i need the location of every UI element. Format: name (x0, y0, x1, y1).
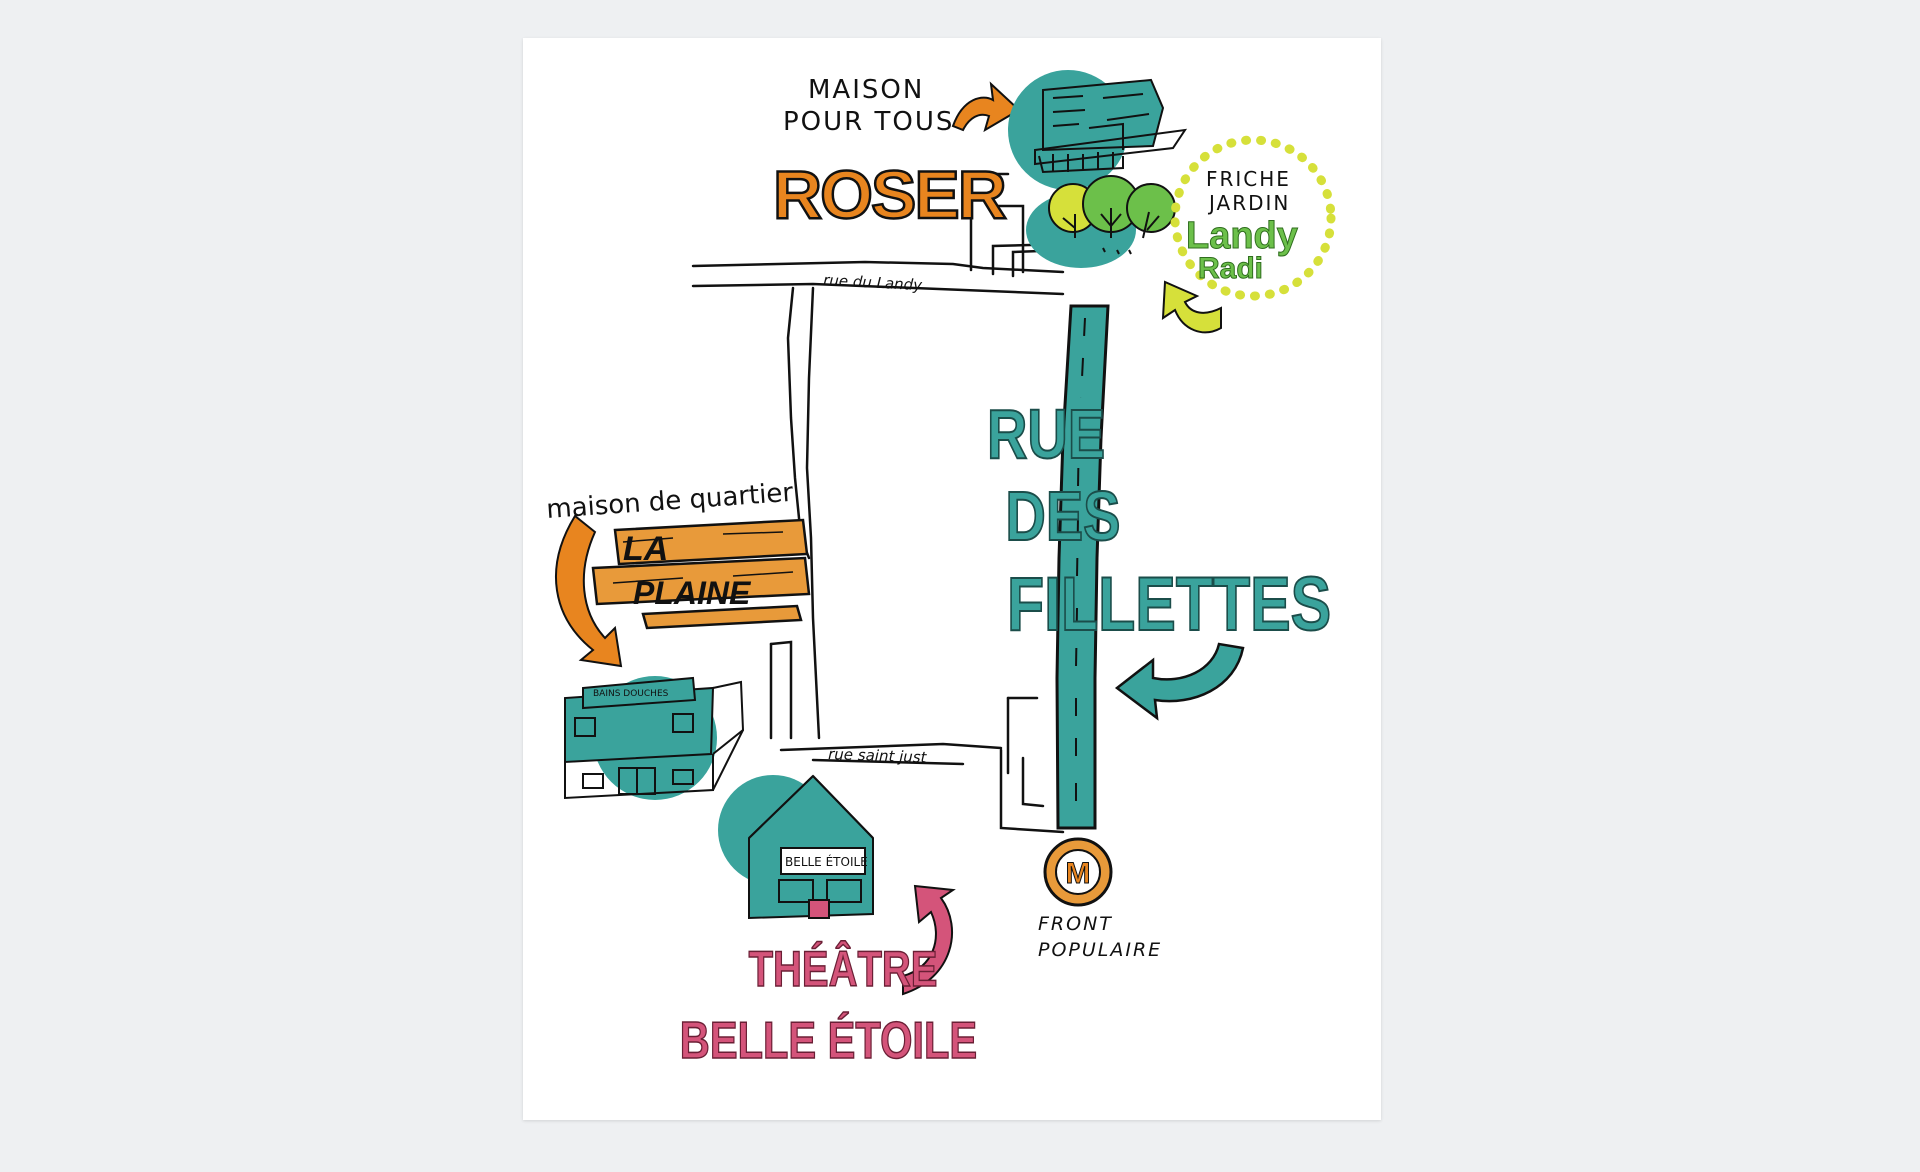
plaine-wood-sign-icon (591, 518, 811, 630)
theatre-line2: BELLE ÉTOILE (680, 1011, 977, 1070)
street-network (691, 172, 1070, 834)
theatre-arrow-icon (902, 884, 956, 996)
maison-pour-tous-roser: MAISON POUR TOUS ROSER (772, 70, 1188, 234)
theatre-line1: THÉÂTRE (749, 941, 938, 997)
maison-de-quartier-la-plaine: maison de quartier LA PLAINE (545, 478, 811, 668)
plaine-arrow-icon (555, 514, 623, 668)
landy-name1: Landy (1186, 215, 1298, 257)
hand-drawn-map: MAISON POUR TOUS ROSER FRICHE JARDI (545, 70, 1336, 1070)
trees-icon (1048, 175, 1176, 255)
map-poster: MAISON POUR TOUS ROSER FRICHE JARDI (523, 38, 1381, 1120)
metro-front-populaire: M FRONT POPULAIRE (1038, 837, 1162, 961)
metro-icon: M (1066, 857, 1091, 890)
landy-line2: JARDIN (1207, 191, 1290, 215)
landy-name2: Radi (1198, 252, 1263, 285)
fillettes-line1: RUE (987, 396, 1105, 473)
fillettes-label: RUE DES FILLETTES (986, 395, 1332, 721)
bains-building-icon (564, 676, 745, 800)
theatre-belle-etoile: BELLE ÉTOILE THÉÂTRE BELLE ÉTOILE (679, 774, 978, 1070)
metro-line2: POPULAIRE (1038, 939, 1162, 961)
street-label-saint-just: rue saint just (828, 745, 928, 766)
roser-line2: POUR TOUS (783, 107, 954, 137)
street-label-landy: rue du Landy (823, 271, 924, 294)
landy-line1: FRICHE (1206, 167, 1291, 191)
plaine-line2: PLAINE (633, 575, 752, 611)
fillettes-line3: FILLETTES (1007, 562, 1331, 647)
theatre-sign: BELLE ÉTOILE (785, 854, 868, 869)
roser-name: ROSER (773, 157, 1006, 233)
rue-des-fillettes-road (1055, 304, 1110, 830)
plaine-caption: maison de quartier (545, 478, 794, 525)
roser-arrow-icon (951, 81, 1021, 133)
plaine-line1: LA (623, 530, 668, 568)
roser-line1: MAISON (808, 75, 924, 105)
fillettes-line2: DES (1005, 478, 1120, 555)
bains-douches: BAINS DOUCHES (564, 676, 745, 800)
bains-sign: BAINS DOUCHES (593, 689, 669, 699)
roser-building-icon (1034, 78, 1188, 174)
friche-jardin-landy-radi: FRICHE JARDIN Landy Radi (1026, 135, 1336, 334)
metro-line1: FRONT (1038, 913, 1113, 935)
landy-arrow-icon (1161, 280, 1222, 334)
fillettes-arrow-icon (1114, 642, 1245, 721)
